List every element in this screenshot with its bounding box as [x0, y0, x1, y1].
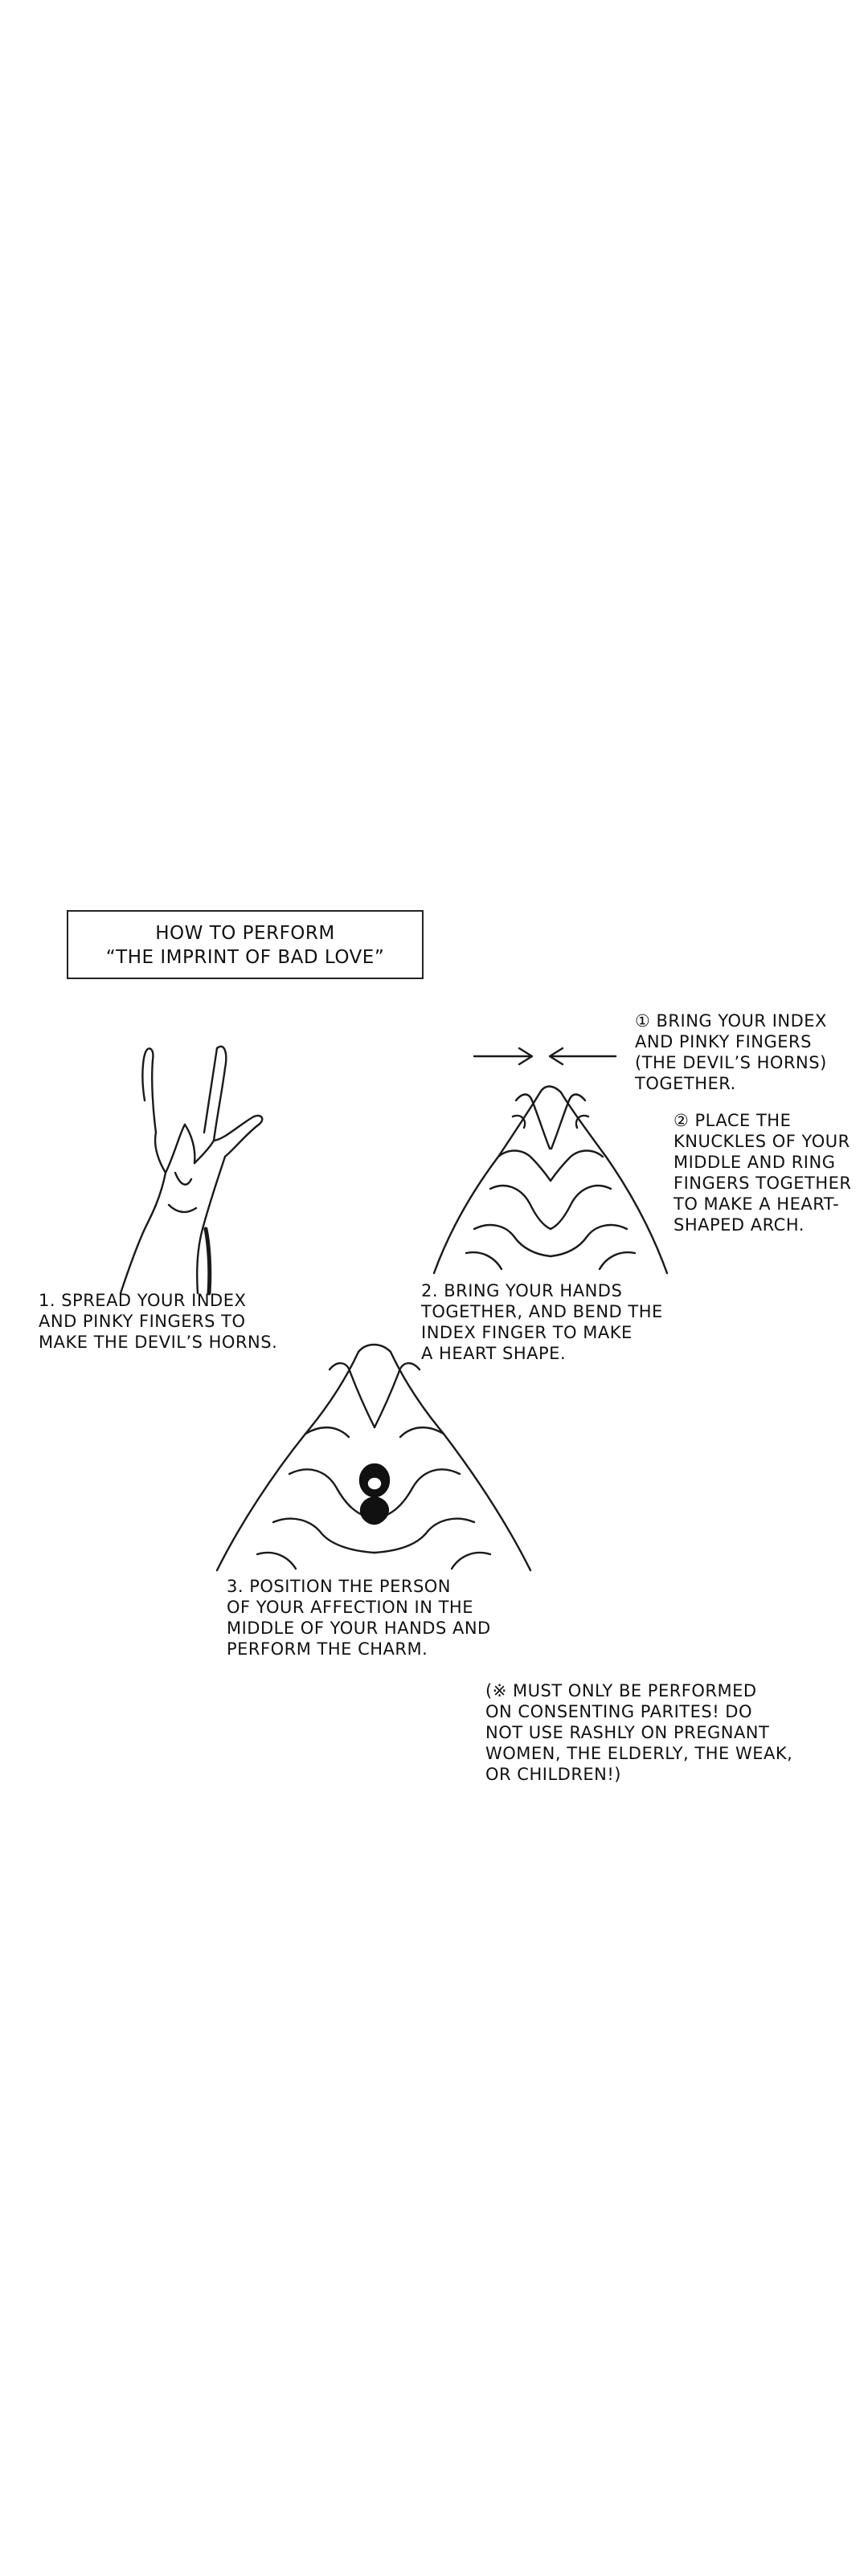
- step-2-line-2: TOGETHER, AND BEND THE: [421, 1302, 663, 1321]
- note-1-line-1: ① BRING YOUR INDEX: [635, 1011, 827, 1031]
- step-3-line-3: MIDDLE OF YOUR HANDS AND: [227, 1619, 491, 1638]
- note-2-line-1: ② PLACE THE: [674, 1111, 792, 1130]
- arrows-together-icon: [473, 1047, 617, 1066]
- step-3-line-2: OF YOUR AFFECTION IN THE: [227, 1598, 473, 1617]
- step-2-line-1: 2. BRING YOUR HANDS: [421, 1281, 623, 1300]
- note-1-line-2: AND PINKY FINGERS: [635, 1032, 812, 1051]
- title-line-1: HOW TO PERFORM: [155, 923, 335, 944]
- note-1-line-4: TOGETHER.: [635, 1074, 736, 1093]
- step-1-line-1: 1. SPREAD YOUR INDEX: [39, 1291, 247, 1310]
- step-1-line-3: MAKE THE DEVIL’S HORNS.: [39, 1333, 278, 1352]
- hands-heart-illustration: [432, 1085, 669, 1275]
- devil-horns-hand-illustration: [119, 1045, 264, 1296]
- warning-line-5: OR CHILDREN!): [485, 1765, 621, 1784]
- note-2-line-3: MIDDLE AND RING: [674, 1153, 836, 1172]
- note-2-line-2: KNUCKLES OF YOUR: [674, 1132, 850, 1151]
- note-2-line-4: FINGERS TOGETHER: [674, 1174, 852, 1193]
- step-1-line-2: AND PINKY FINGERS TO: [39, 1312, 246, 1331]
- note-1-line-3: (THE DEVIL’S HORNS): [635, 1053, 827, 1072]
- step-3-line-1: 3. POSITION THE PERSON: [227, 1577, 452, 1596]
- step-2-line-4: A HEART SHAPE.: [421, 1344, 567, 1363]
- step-3-line-4: PERFORM THE CHARM.: [227, 1639, 428, 1659]
- warning-line-2: ON CONSENTING PARITES! DO: [485, 1702, 752, 1721]
- step-2-line-3: INDEX FINGER TO MAKE: [421, 1323, 633, 1342]
- note-2-line-6: SHAPED ARCH.: [674, 1215, 805, 1235]
- title-box: HOW TO PERFORM “THE IMPRINT OF BAD LOVE”: [67, 910, 424, 979]
- warning-line-3: NOT USE RASHLY ON PREGNANT: [485, 1723, 770, 1742]
- hands-charm-illustration: [215, 1343, 532, 1572]
- warning-line-4: WOMEN, THE ELDERLY, THE WEAK,: [485, 1744, 793, 1763]
- title-line-2: “THE IMPRINT OF BAD LOVE”: [105, 947, 385, 968]
- note-2-line-5: TO MAKE A HEART-: [674, 1194, 840, 1214]
- warning-line-1: (※ MUST ONLY BE PERFORMED: [485, 1681, 757, 1700]
